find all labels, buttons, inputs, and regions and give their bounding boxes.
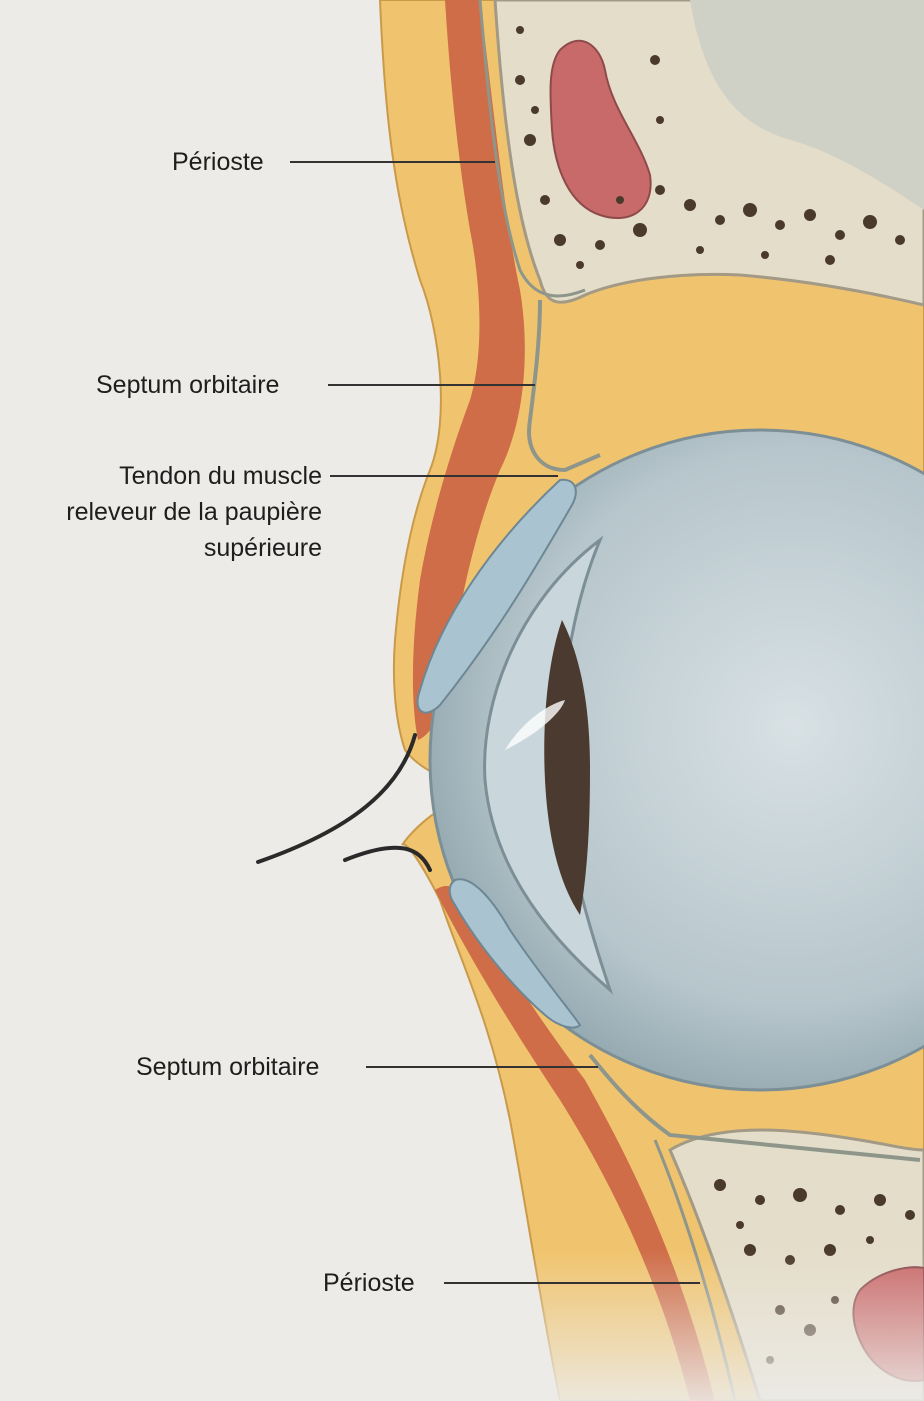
label-septum-top: Septum orbitaire — [96, 371, 279, 399]
upper-eyelash — [258, 735, 415, 862]
label-perioste-bottom: Périoste — [323, 1269, 415, 1297]
label-perioste-top: Périoste — [172, 148, 264, 176]
bottom-fade — [0, 1250, 924, 1401]
label-septum-bottom: Septum orbitaire — [136, 1053, 319, 1081]
label-tendon-releveur: Tendon du muscle releveur de la paupière… — [66, 458, 322, 566]
